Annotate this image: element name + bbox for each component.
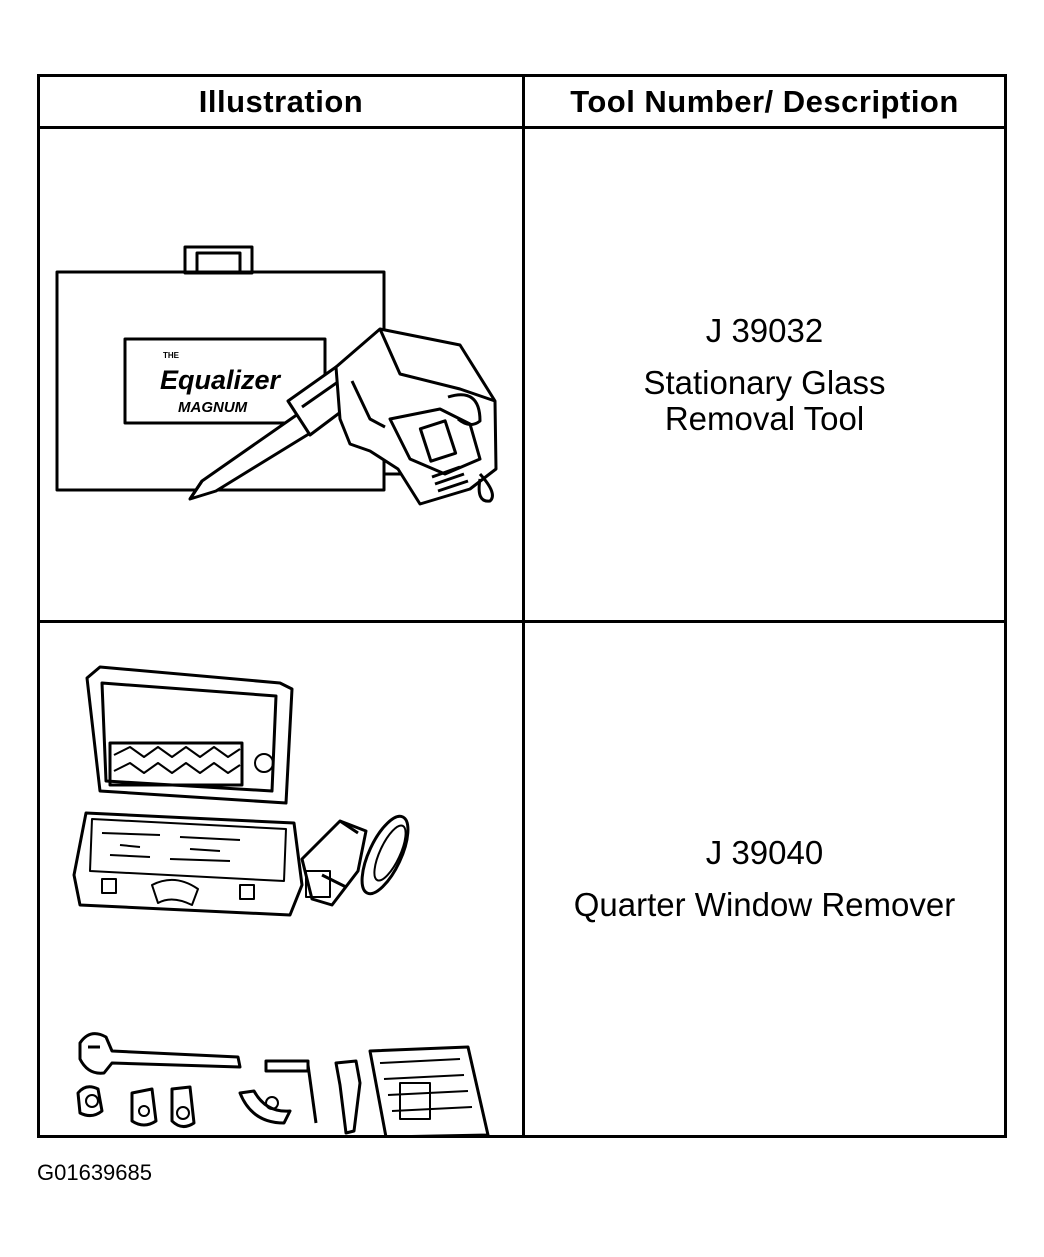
illustration-brand-text: Equalizer [160,365,282,395]
description-cell-1: J 39032 Stationary Glass Removal Tool [525,129,1004,620]
tool-description-line: Removal Tool [664,399,865,437]
row-divider [40,620,1004,623]
tool-number: J 39032 [705,311,824,349]
tools-table: Illustration Tool Number/ Description [37,74,1007,1138]
header-illustration: Illustration [198,83,364,119]
tool-description-line: Quarter Window Remover [573,886,956,923]
description-cell-2: J 39040 Quarter Window Remover [525,623,1004,1135]
header-tool-number-description: Tool Number/ Description [570,83,959,119]
column-divider [522,77,525,1135]
tool-number: J 39040 [705,834,824,871]
equalizer-tool-drawing: THE Equalizer MAGNUM [55,245,498,506]
tool-description-line: Stationary Glass [643,363,886,401]
figure-id: G01639685 [37,1160,152,1185]
header-divider [40,126,1004,129]
quarter-window-kit-drawing [72,665,490,1135]
illustration-equalizer: THE Equalizer MAGNUM [40,129,522,620]
illustration-sub-text: MAGNUM [178,399,248,416]
illustration-small-text: THE [163,351,180,360]
illustration-quarter-window-kit [40,623,522,1135]
